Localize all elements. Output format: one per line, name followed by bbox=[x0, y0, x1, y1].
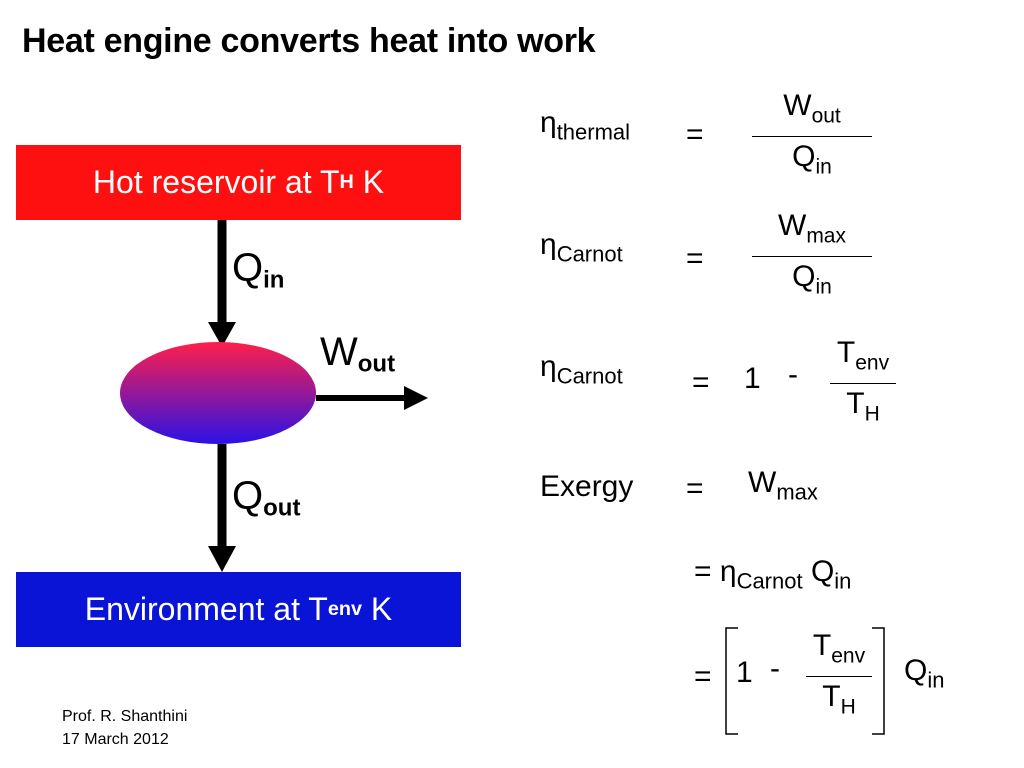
square-brackets bbox=[725, 627, 885, 735]
equals-sign-1: = bbox=[686, 118, 704, 151]
equals-sign-3: = bbox=[692, 366, 710, 399]
exergy-wmax: Wmax bbox=[748, 466, 818, 505]
eta-carnot-symbol-1: ηCarnot bbox=[540, 228, 623, 267]
eta-carnot-symbol-2: ηCarnot bbox=[540, 350, 623, 389]
hot-reservoir-label: Hot reservoir at T bbox=[92, 164, 340, 200]
footer-author: Prof. R. Shanthini bbox=[62, 708, 188, 725]
q-out-label: Qout bbox=[232, 474, 301, 522]
environment-label: Environment at T bbox=[84, 591, 328, 627]
q-in-6: Qin bbox=[904, 654, 945, 693]
q-out-arrowhead bbox=[208, 546, 236, 572]
fraction-tenv-over-th-2: Tenv TH bbox=[806, 626, 872, 728]
fraction-tenv-over-th-1: Tenv TH bbox=[830, 333, 896, 435]
fraction-wmax-over-qin: Wmax Qin bbox=[752, 206, 872, 308]
hot-reservoir-sub: H bbox=[339, 171, 354, 193]
q-in-arrowhead bbox=[208, 322, 236, 347]
footer-date: 17 March 2012 bbox=[62, 731, 169, 748]
heat-engine-ellipse bbox=[120, 342, 316, 444]
exergy-label: Exergy bbox=[540, 470, 634, 503]
w-out-label: Wout bbox=[320, 330, 396, 378]
equals-sign-6: = bbox=[694, 660, 712, 693]
slide-title: Heat engine converts heat into work bbox=[22, 22, 596, 60]
minus-3: - bbox=[788, 358, 798, 391]
environment-sub: env bbox=[327, 598, 362, 620]
equals-sign-4: = bbox=[686, 472, 704, 505]
fraction-wout-over-qin: Wout Qin bbox=[752, 86, 872, 188]
w-out-arrowhead bbox=[404, 386, 428, 410]
equals-sign-2: = bbox=[686, 242, 704, 275]
q-in-label: Qin bbox=[232, 246, 285, 294]
one-6: 1 bbox=[736, 656, 753, 689]
environment-unit: K bbox=[362, 591, 393, 627]
hot-reservoir-unit: K bbox=[353, 164, 385, 200]
one-3: 1 bbox=[744, 362, 761, 395]
eta-thermal-symbol: ηthermal bbox=[540, 106, 631, 145]
minus-6: - bbox=[770, 652, 780, 685]
eta-carnot-qin: = ηCarnot Qin bbox=[694, 555, 852, 594]
